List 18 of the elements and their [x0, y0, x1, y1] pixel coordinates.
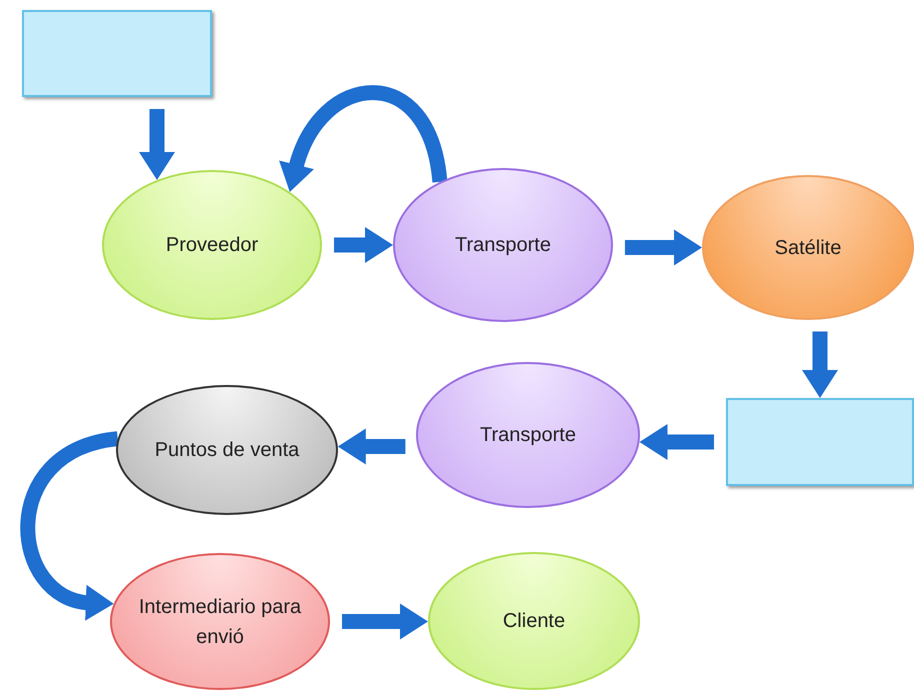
block-arrow [334, 227, 393, 263]
node-label: Puntos de venta [154, 438, 300, 463]
block-arrow [280, 85, 448, 192]
block-arrow [802, 332, 838, 398]
empty-box [726, 398, 914, 486]
block-arrow [639, 424, 714, 460]
block-arrow [338, 428, 406, 464]
block-arrow [342, 604, 428, 640]
block-arrow [20, 431, 120, 620]
node-label: Proveedor [164, 233, 260, 258]
node-label: Cliente [502, 609, 566, 634]
empty-box [22, 10, 212, 97]
block-arrow [139, 109, 175, 180]
node-label: Transporte [454, 233, 552, 258]
node-label: Intermediario para envió [138, 594, 302, 650]
node-label: Transporte [479, 423, 577, 448]
block-arrow [624, 230, 702, 266]
node-label: Satélite [774, 236, 842, 260]
